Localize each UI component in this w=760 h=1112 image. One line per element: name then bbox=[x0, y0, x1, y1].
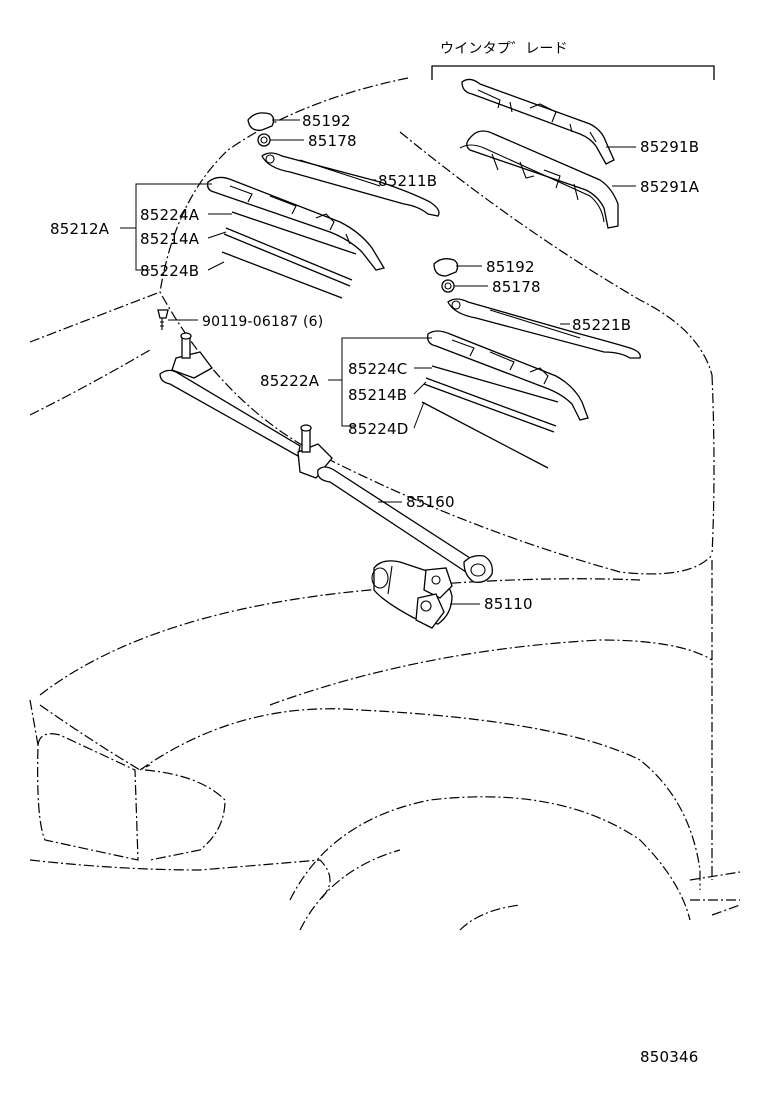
label-85291A: 85291A bbox=[640, 178, 700, 196]
arm-nut-85178-right bbox=[441, 279, 455, 293]
leader-85224D bbox=[413, 401, 425, 429]
label-85221B: 85221B bbox=[572, 316, 631, 334]
wiper-blade-85291B bbox=[461, 78, 615, 165]
bracket-85222A bbox=[341, 337, 356, 427]
wiper-motor-85110 bbox=[371, 560, 453, 629]
label-85192-left: 85192 bbox=[302, 112, 351, 130]
label-85212A: 85212A bbox=[50, 220, 110, 238]
wiper-blade-assy-85212A bbox=[206, 176, 386, 299]
bolt-90119 bbox=[157, 309, 169, 330]
label-85224D: 85224D bbox=[348, 420, 408, 438]
label-85291B: 85291B bbox=[640, 138, 699, 156]
label-85178-left: 85178 bbox=[308, 132, 357, 150]
wiper-link-85160 bbox=[159, 332, 493, 583]
leader-85214B bbox=[413, 381, 427, 395]
arm-nut-85178-left bbox=[257, 133, 271, 147]
blade-group-bracket bbox=[431, 65, 715, 80]
label-85110: 85110 bbox=[484, 595, 533, 613]
label-85224C: 85224C bbox=[348, 360, 407, 378]
figure-number: 850346 bbox=[640, 1048, 698, 1066]
leader-85214A bbox=[207, 231, 227, 239]
wiper-blade-assy-85222A bbox=[421, 330, 589, 469]
wiper-blade-85291A bbox=[459, 130, 619, 229]
wiper-arm-85211B bbox=[261, 152, 440, 217]
label-85160: 85160 bbox=[406, 493, 455, 511]
label-85224A: 85224A bbox=[140, 206, 200, 224]
label-85222A: 85222A bbox=[260, 372, 320, 390]
arm-cap-85192-left bbox=[247, 112, 275, 131]
label-85178-right: 85178 bbox=[492, 278, 541, 296]
leader-85224B bbox=[207, 261, 225, 271]
label-85211B: 85211B bbox=[378, 172, 437, 190]
label-90119: 90119-06187 (6) bbox=[202, 314, 323, 330]
arm-cap-85192-right bbox=[433, 258, 459, 277]
wiper-arm-85221B bbox=[447, 298, 641, 359]
vehicle-outline bbox=[29, 77, 741, 931]
label-85224B: 85224B bbox=[140, 262, 199, 280]
label-85192-right: 85192 bbox=[486, 258, 535, 276]
label-85214B: 85214B bbox=[348, 386, 407, 404]
label-85214A: 85214A bbox=[140, 230, 200, 248]
blade-group-title: ウインタプ゛レード bbox=[440, 41, 568, 57]
bracket-85212A bbox=[135, 183, 150, 271]
